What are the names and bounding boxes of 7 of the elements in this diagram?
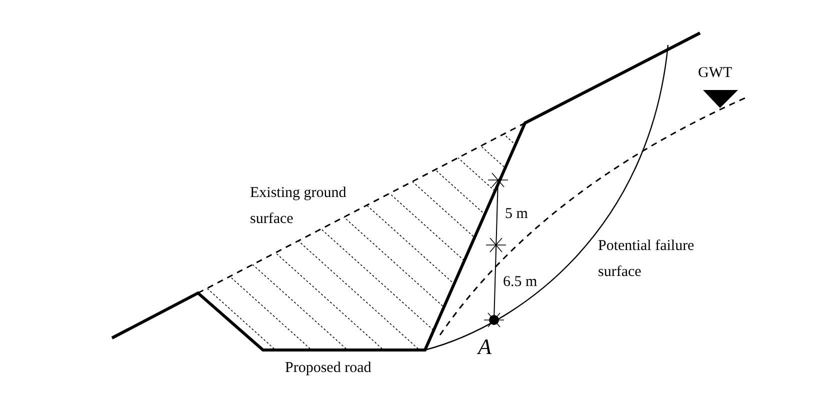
dimension-label: 5 m xyxy=(505,205,528,224)
text-label: GWT xyxy=(698,64,732,83)
dimension-label: 6.5 m xyxy=(503,273,538,292)
point-label: A xyxy=(478,333,492,361)
text-label: Existing ground surface xyxy=(250,184,348,229)
text-label: Potential failure surface xyxy=(598,237,696,282)
text-label: Proposed road xyxy=(285,359,372,378)
